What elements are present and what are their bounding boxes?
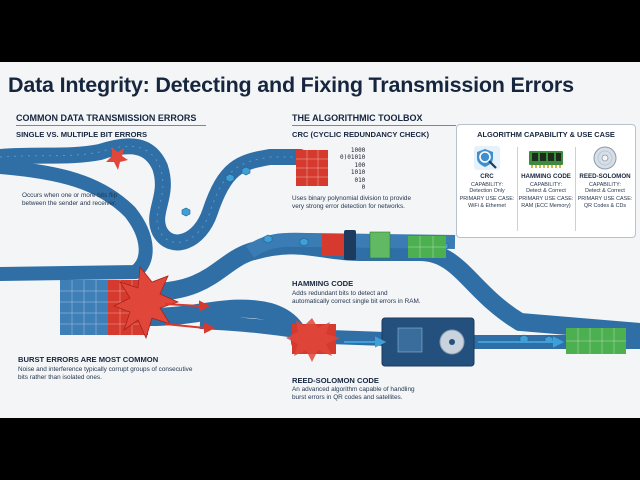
single-bit-error-burst: [106, 148, 128, 170]
stream-pipe-hamming: [245, 232, 456, 258]
crc-bit-block: [296, 150, 328, 186]
ram-module-icon: [529, 151, 563, 168]
magnifier-shield-icon: [474, 146, 500, 170]
use-case-label: PRIMARY USE CASE:: [577, 196, 633, 203]
panel-item-reed-solomon: REED-SOLOMON CAPABILITY: Detect & Correc…: [577, 145, 633, 209]
crc-division-line: 100: [354, 161, 366, 169]
reed-solomon-description: An advanced algorithm capable of handlin…: [292, 386, 415, 401]
capability-label: CAPABILITY:: [471, 182, 503, 188]
crc-division-line: 1000: [350, 147, 366, 154]
crc-division-line: 0: [361, 184, 366, 192]
panel-item-crc: CRC CAPABILITY: Detection Only PRIMARY U…: [459, 145, 515, 209]
section-underline: [16, 125, 206, 126]
use-case-label: PRIMARY USE CASE:: [459, 196, 515, 203]
panel-divider: [517, 147, 518, 231]
panel-title: ALGORITHM CAPABILITY & USE CASE: [477, 130, 615, 139]
crc-division-line: 010: [354, 176, 366, 184]
capability-value: Detect & Correct: [526, 188, 566, 195]
crc-division-line: 1010: [350, 169, 366, 177]
use-case-label: PRIMARY USE CASE:: [518, 196, 574, 203]
infographic-poster: Data Integrity: Detecting and Fixing Tra…: [0, 62, 640, 418]
section-heading-common-errors: COMMON DATA TRANSMISSION ERRORS: [16, 113, 197, 123]
panel-item-hamming: HAMMING CODE CAPABILITY: Detect & Correc…: [518, 145, 574, 209]
panel-item-name: REED-SOLOMON: [579, 173, 631, 180]
capability-panel: ALGORITHM CAPABILITY & USE CASE CRC CAPA…: [456, 124, 636, 238]
single-multiple-description: Occurs when one or more bits flip betwee…: [22, 192, 118, 207]
single-multiple-heading: SINGLE VS. MULTIPLE BIT ERRORS: [16, 130, 148, 139]
data-stream-diagram: [0, 138, 640, 367]
capability-label: CAPABILITY:: [589, 182, 621, 188]
hamming-description: Adds redundant bits to detect and automa…: [292, 290, 421, 305]
hamming-heading: HAMMING CODE: [292, 279, 354, 288]
use-case-value: RAM (ECC Memory): [521, 202, 571, 209]
crc-heading: CRC (CYCLIC REDUNDANCY CHECK): [292, 130, 429, 139]
section-underline: [292, 125, 456, 126]
panel-divider: [575, 147, 576, 231]
optical-disc-icon: [593, 146, 617, 170]
main-title: Data Integrity: Detecting and Fixing Tra…: [8, 73, 574, 97]
crc-division-line: 0)01010: [340, 154, 366, 162]
section-heading-toolbox: THE ALGORITHMIC TOOLBOX: [292, 113, 423, 123]
use-case-value: QR Codes & CDs: [583, 202, 627, 209]
burst-explosion: [113, 265, 180, 340]
crc-description: Uses binary polynomial division to provi…: [292, 195, 411, 210]
capability-value: Detect & Correct: [585, 188, 625, 195]
stream-pipe-top: [0, 138, 308, 251]
burst-errors-heading: BURST ERRORS ARE MOST COMMON: [18, 355, 159, 364]
reed-solomon-blocks: [286, 317, 626, 367]
capability-label: CAPABILITY:: [530, 182, 562, 188]
panel-item-name: HAMMING CODE: [521, 173, 571, 180]
crc-division-calculation: 1000 0)01010 100 1010 010 0: [340, 147, 365, 191]
burst-errors-description: Noise and interference typically corrupt…: [18, 366, 193, 381]
panel-item-name: CRC: [480, 173, 494, 180]
reed-solomon-heading: REED-SOLOMON CODE: [292, 376, 379, 385]
stream-pipe-middle: [0, 160, 153, 281]
stream-pipe-lower: [141, 236, 640, 341]
hamming-blocks: [322, 230, 446, 260]
use-case-value: WiFi & Ethernet: [468, 202, 506, 209]
capability-value: Detection Only: [469, 188, 505, 195]
